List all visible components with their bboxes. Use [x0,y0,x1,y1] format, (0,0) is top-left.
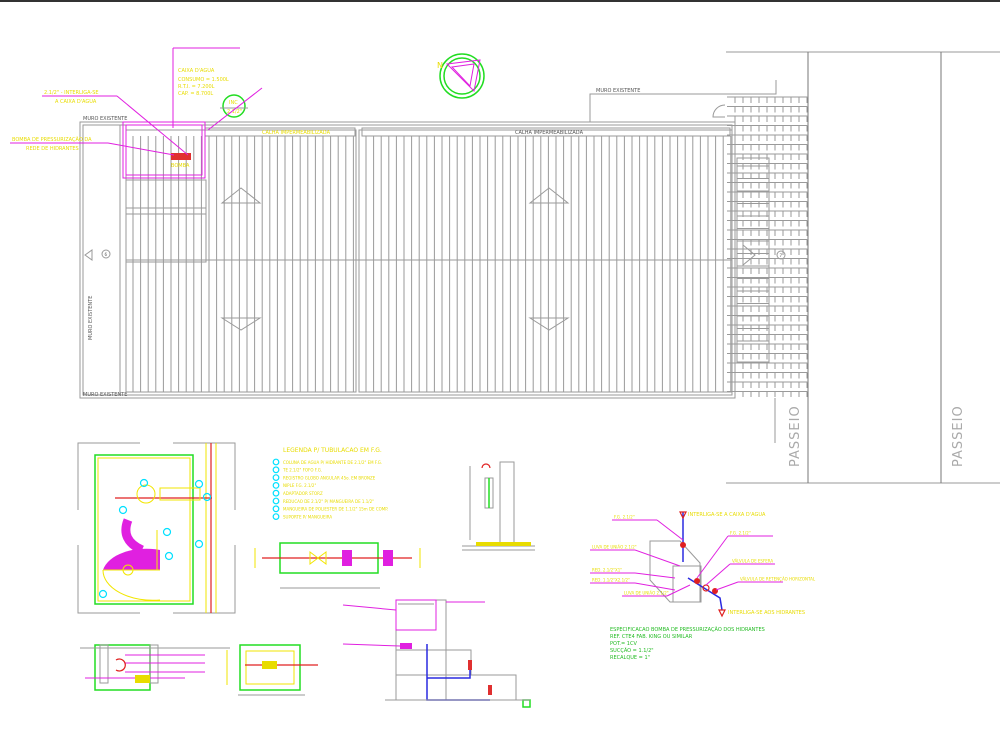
svg-text:INTERLIGA-SE A CAIXA D'AGUA: INTERLIGA-SE A CAIXA D'AGUA [688,512,766,518]
svg-text:INTERLIGA-SE AOS HIDRANTES: INTERLIGA-SE AOS HIDRANTES [728,610,805,616]
passeio-label: PASSEIO [788,405,803,467]
hydrant-cabinet-detail [77,442,236,614]
svg-text:N: N [437,61,443,70]
legend-bubble [272,466,280,474]
svg-text:CAIXA D'AGUA: CAIXA D'AGUA [178,68,215,74]
callout-bubble [194,479,204,489]
roof-lines-left [132,136,354,392]
svg-text:INC: INC [229,100,238,106]
svg-text:BOMBA DE PRESSURIZAÇÃO DA: BOMBA DE PRESSURIZAÇÃO DA [12,136,92,143]
legend-item: ADAPTADOR STORZ [283,491,323,496]
wall-section-detail [462,461,535,551]
legend-bubble [272,505,280,513]
svg-text:REDE DE HIDRANTES: REDE DE HIDRANTES [26,146,79,152]
callout-bubble [164,551,174,561]
callout-bubble [139,478,149,488]
svg-text:BOMBA: BOMBA [171,163,190,169]
pump-label: RED. 2.1/2"X1" [592,568,622,573]
legend-bubble [272,497,280,505]
svg-text:CAP. = 8.700L: CAP. = 8.700L [178,91,213,97]
legend-item: MANGUEIRA DE POLIESTER DE 1.1/2" 15m DE … [283,507,388,512]
floor-plan: 7 PASSEIO PASSEIO MURO EXISTENTE MURO EX… [79,51,1000,484]
svg-text:MURO EXISTENTE: MURO EXISTENTE [83,116,127,122]
svg-text:7: 7 [780,253,783,258]
passeio-label: PASSEIO [951,405,966,467]
svg-text:R.T.I. = 7.200L: R.T.I. = 7.200L [178,84,215,90]
legend-item: SUPORTE P/ MANGUEIRA [283,514,332,519]
pipe-section-detail [254,542,421,589]
svg-text:POT.= 1CV: POT.= 1CV [610,641,637,647]
legend-item: REDUCAO DE 2.1/2" P/ MANGUEIRA DE 1.1/2" [283,499,374,504]
pump-label: VÁLVULA DE RETENÇÃO HORIZONTAL [740,577,816,582]
callout-bubble [202,492,212,502]
svg-text:2.1/2": 2.1/2" [227,109,242,115]
valve-box-detail [80,644,318,696]
north-compass-icon: N [437,53,485,99]
svg-text:CONSUMO = 1.500L: CONSUMO = 1.500L [178,77,229,83]
pump-label: RED. 1.1/2"X2.1/2" [592,578,630,583]
legend-item: NIPLE F.G. 2.1/2" [283,483,316,488]
pump-symbol [171,153,191,160]
legend-item: COLUNA DE AGUA P/ HIDRANTE DE 2.1/2" EM … [283,460,382,465]
svg-text:MURO EXISTENTE: MURO EXISTENTE [83,392,127,398]
pump-label: F.G. 2.1/2" [614,515,635,520]
legend-bubble [272,482,280,489]
marker-circle [776,250,786,260]
stair-steps [737,165,769,354]
svg-text:A CAIXA D'AGUA: A CAIXA D'AGUA [55,99,97,105]
pump-isometric-detail: INTERLIGA-SE A CAIXA D'AGUA INTERLIGA-SE… [590,511,816,661]
roof-lines-right [365,136,732,392]
legend-bubble [272,458,280,466]
legend-item: REGISTRO GLOBO ANGULAR 45o. EM BRONZE [283,475,376,480]
callout-bubble [194,539,204,549]
svg-text:SUCÇÃO = 1.1/2": SUCÇÃO = 1.1/2" [610,647,654,654]
legend: LEGENDA P/ TUBULACAO EM F.G. COLUNA DE A… [272,447,388,520]
svg-text:LEGENDA P/ TUBULACAO EM F.G.: LEGENDA P/ TUBULACAO EM F.G. [283,447,382,454]
pump-label: VÁLVULA DE ESFERA [732,559,773,564]
legend-bubble [272,489,280,497]
pump-label: F.G. 2.1/2" [730,531,751,536]
legend-bubble [272,474,280,482]
callout-bubble [98,589,108,599]
tile-grid [727,96,808,397]
svg-text:MURO EXISTENTE: MURO EXISTENTE [88,296,94,340]
svg-text:6: 6 [105,252,108,257]
legend-item: TE 2.1/2" FOFO F.G. [282,468,322,473]
svg-text:REF. CTE4 FAB. KING OU SIMILAR: REF. CTE4 FAB. KING OU SIMILAR [610,634,693,640]
svg-text:CALHA IMPERMEABILIZADA: CALHA IMPERMEABILIZADA [515,130,584,136]
svg-text:MURO EXISTENTE: MURO EXISTENTE [596,88,640,94]
svg-text:CALHA IMPERMEABILIZADA: CALHA IMPERMEABILIZADA [262,130,331,136]
svg-text:RECALQUE = 1": RECALQUE = 1" [610,655,650,661]
tank-riser-detail [342,599,531,708]
pump-label: LUVA DE UNIÃO 2.1/2" [592,545,637,550]
callout-bubble [162,527,172,537]
svg-text:2.1/2" - INTERLIGA-SE: 2.1/2" - INTERLIGA-SE [44,90,99,96]
svg-text:ESPECIFICACAO BOMBA DE PRESSUR: ESPECIFICACAO BOMBA DE PRESSURIZAÇÃO DOS… [610,626,765,633]
top-border [0,0,1000,2]
pump-label: LUVA DE UNIÃO 2.1/2" [624,591,669,596]
callout-bubble [118,505,128,515]
legend-bubble [272,513,280,520]
water-tank: BOMBA CAIXA D'AGUA CONSUMO = 1.500L R.T.… [10,47,263,179]
